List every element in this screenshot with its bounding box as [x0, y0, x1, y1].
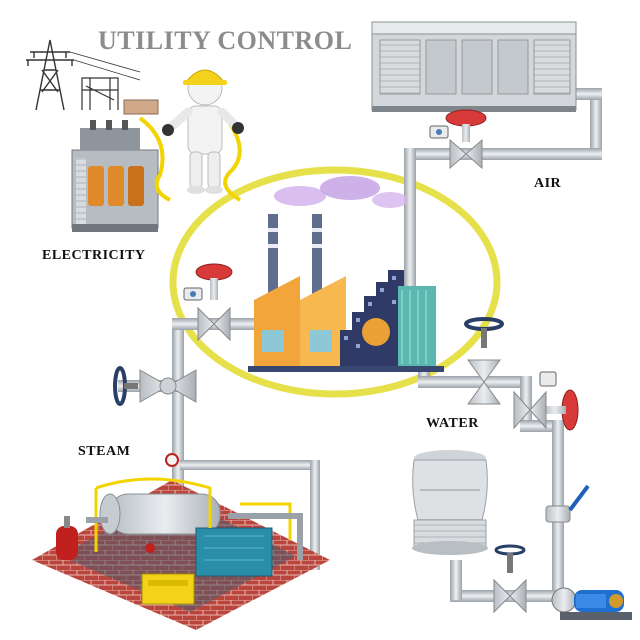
electricity-label: ELECTRICITY: [42, 248, 146, 263]
water-gate-valve: [464, 317, 504, 405]
steam-gate-valve: [113, 366, 197, 406]
transformer: [71, 120, 159, 232]
boiler-plant: [32, 477, 330, 630]
steam-label: STEAM: [78, 444, 131, 459]
water-ball-valve: [545, 484, 590, 523]
water-control-valve: [513, 371, 579, 431]
water-label: WATER: [426, 416, 479, 431]
worker-figure: [138, 69, 244, 202]
air-handling-unit: [371, 21, 577, 112]
electricity-pylon: [26, 39, 141, 111]
water-pump: [551, 587, 632, 620]
factory: [248, 176, 444, 372]
air-label: AIR: [534, 176, 562, 191]
process-control-valve: [183, 263, 233, 342]
distribution-structure: [81, 77, 119, 110]
air-control-valve: [429, 109, 487, 170]
pump-suction-valve: [493, 544, 527, 614]
cooling-tower: [412, 450, 488, 555]
steam-line-gauge: [165, 453, 179, 467]
switchboard-box: [123, 99, 159, 115]
diagram-title: UTILITY CONTROL: [98, 26, 353, 55]
process-ellipse: [169, 166, 501, 398]
